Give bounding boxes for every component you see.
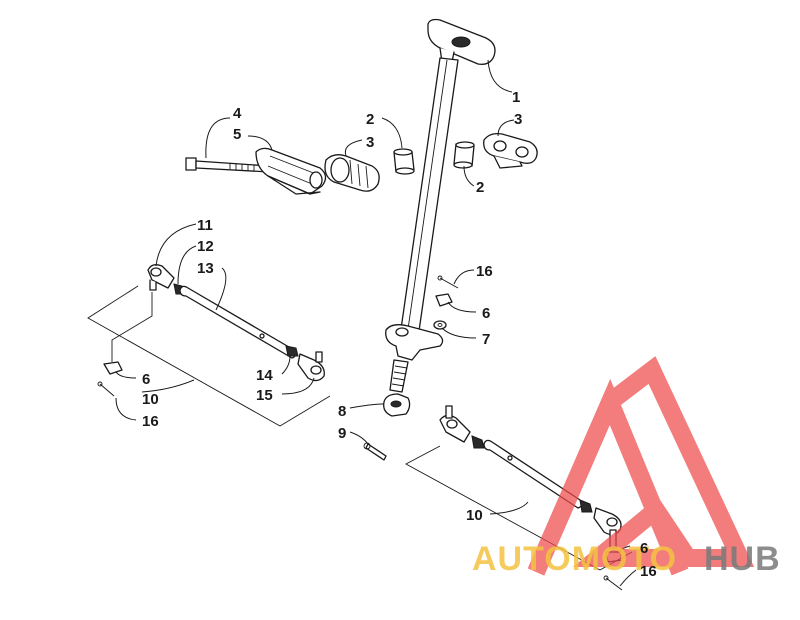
cotter-pin-part-16-center [437,275,459,289]
steering-post [385,18,496,393]
callout-4: 4 [233,105,242,122]
callout-6-center: 6 [482,305,490,322]
tie-rod-left [87,264,331,427]
watermark-logo-icon [527,356,755,576]
callout-10-right: 10 [466,507,483,524]
callout-11: 11 [197,217,213,234]
callout-15: 15 [256,387,273,404]
callout-5: 5 [233,126,241,143]
clamp-part-5 [255,147,327,195]
callout-13: 13 [197,260,214,277]
watermark-text-automoto: AUTOMOTO [472,540,677,578]
bolt-part-4 [185,157,271,173]
callout-1: 1 [512,89,520,106]
callout-6-right: 6 [640,540,648,557]
callout-16-left: 16 [142,413,159,430]
callout-2-left: 2 [366,111,374,128]
watermark-text-hub: HUB [704,540,781,578]
callout-labels: 1 2 3 3 2 4 5 16 6 7 8 9 11 12 13 14 15 … [142,89,657,580]
callout-3-right: 3 [514,111,522,128]
leader-lines [115,59,637,587]
automotohub-watermark: AUTOMOTO HUB [472,356,781,578]
callout-8: 8 [338,403,346,420]
nut-part-6-center [435,293,453,307]
callout-7: 7 [482,331,490,348]
callout-12: 12 [197,238,214,255]
callout-16-right: 16 [640,563,657,580]
callout-6-left: 6 [142,371,150,388]
callout-16-center: 16 [476,263,493,280]
bracket-part-3-right [483,132,538,169]
callout-3-left: 3 [366,134,374,151]
cotter-pin-part-9 [363,442,387,461]
castle-nut-part-8 [383,393,411,417]
bushing-part-2-left [393,148,415,175]
callout-10-left: 10 [142,391,159,408]
bushing-part-2-right [453,141,475,169]
callout-9: 9 [338,425,346,442]
callout-2-right: 2 [476,179,484,196]
callout-14: 14 [256,367,273,384]
washer-part-7 [433,320,447,330]
bracket-part-3-left [324,154,380,192]
